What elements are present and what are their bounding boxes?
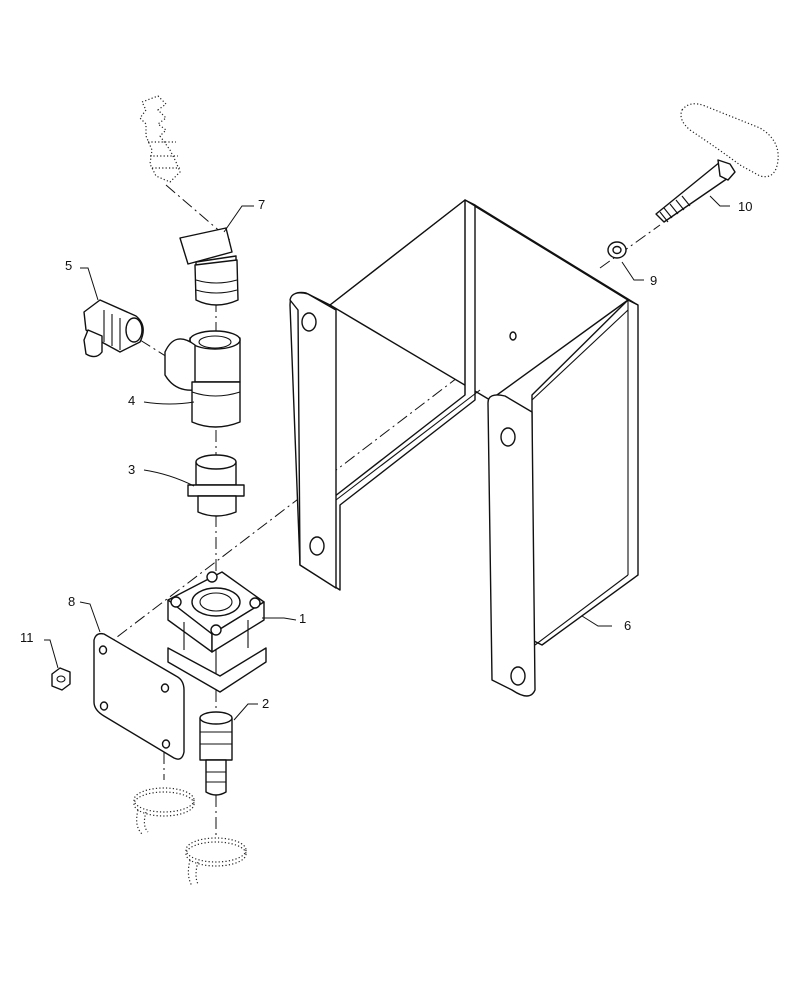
nipple-part-3: [187, 454, 245, 517]
nut-part-11: [51, 667, 71, 691]
swivel-elbow-part-5: [83, 299, 144, 358]
hose-clamps-dotted: [133, 787, 247, 887]
callout-11: 11: [20, 630, 34, 645]
hose-barb-part-2: [199, 711, 233, 796]
bracket-part-6: [289, 199, 639, 697]
callout-2: 2: [262, 696, 269, 711]
callouts: 1 2 3 4 5 6 7 8 9 10 11: [20, 197, 752, 711]
hose-fitting-dotted: [139, 95, 181, 183]
gasket-plate-part-8: [93, 632, 185, 760]
flange-block-part-1: [167, 571, 267, 693]
callout-8: 8: [68, 594, 75, 609]
callout-10: 10: [738, 199, 752, 214]
callout-7: 7: [258, 197, 265, 212]
callout-3: 3: [128, 462, 135, 477]
callout-6: 6: [624, 618, 631, 633]
callout-5: 5: [65, 258, 72, 273]
callout-4: 4: [128, 393, 135, 408]
callout-9: 9: [650, 273, 657, 288]
leader-lines: [44, 195, 730, 721]
callout-1: 1: [299, 611, 306, 626]
cap-part-7: [179, 227, 239, 306]
handle-bolt-part-10: [655, 103, 779, 223]
elbow-part-4: [164, 330, 241, 428]
washer-part-9: [607, 241, 627, 259]
